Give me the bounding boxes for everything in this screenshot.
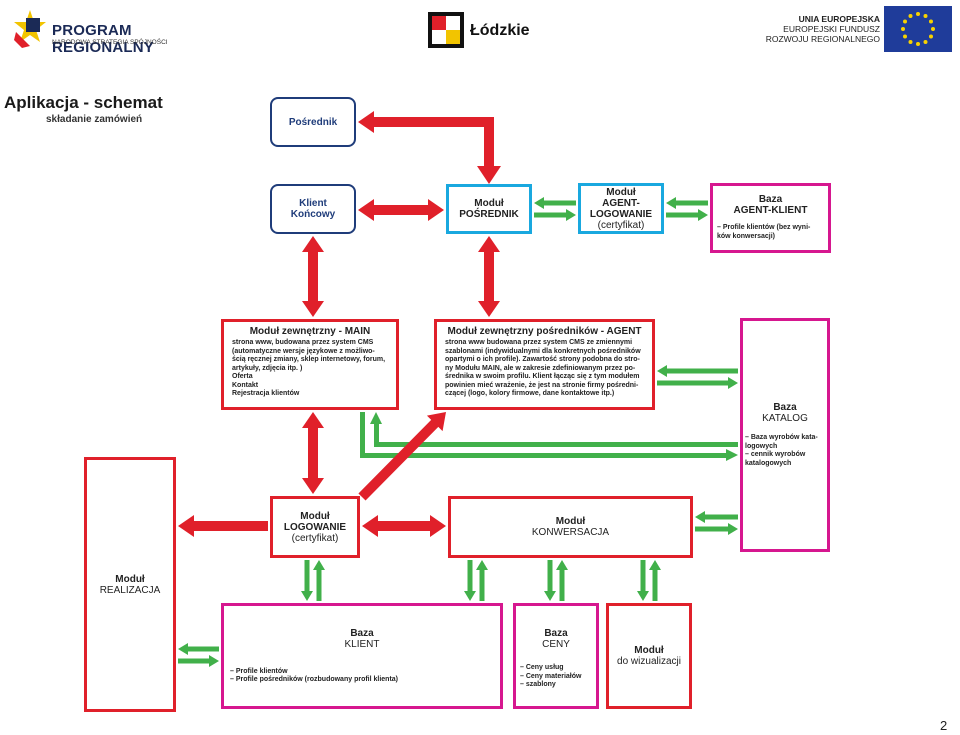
lodzkie-logo: Łódzkie — [428, 12, 538, 52]
realizacja-line1: Moduł — [115, 573, 145, 585]
node-modul-posrednik[interactable]: Moduł POŚREDNIK — [446, 184, 532, 234]
logowanie-line2: LOGOWANIE — [283, 521, 347, 533]
baza-ceny-line1: Baza — [544, 628, 568, 639]
baza-ceny-line2: CENY — [542, 639, 570, 650]
arrow-konwersacja-bazaklient-back — [476, 560, 488, 601]
arrow-konwersacja-katalog-back — [695, 511, 738, 523]
wizualizacja-line1: Moduł — [634, 645, 664, 656]
eu-flag-icon — [884, 6, 952, 52]
eu-line-3: ROZWOJU REGIONALNEGO — [765, 34, 880, 44]
baza-klient-desc: – Profile klientów – Profile pośredników… — [230, 667, 399, 684]
arrow-agent-katalog-fwd — [657, 377, 738, 389]
arrow-konwersacja-ceny-fwd — [544, 560, 556, 601]
arrow-modul-posrednik-elbow-vertical — [484, 117, 494, 171]
arrow-konwersacja-ceny-back — [556, 560, 568, 601]
logowanie-line3: (certyfikat) — [291, 532, 339, 544]
arrow-modul-posrednik-elbow-head-down — [477, 166, 501, 184]
arrow-konwersacja-katalog-fwd — [695, 523, 738, 535]
arrow-logowanie-realizacja — [178, 515, 268, 537]
eu-line-2: EUROPEJSKI FUNDUSZ — [783, 24, 880, 34]
agent-log-line1: Moduł — [606, 186, 636, 198]
arrow-elbow-to-posrednik — [358, 111, 494, 133]
baza-agent-klient-desc: – Profile klientów (bez wyni- ków konwer… — [717, 224, 811, 240]
node-baza-klient[interactable]: Baza KLIENT – Profile klientów – Profile… — [221, 603, 503, 709]
posrednik-label: Pośrednik — [288, 116, 338, 128]
klient-koncowy-line1: Klient — [299, 198, 327, 209]
node-modul-wizualizacja[interactable]: Moduł do wizualizacji — [606, 603, 692, 709]
eu-text: UNIA EUROPEJSKA EUROPEJSKI FUNDUSZ ROZWO… — [760, 14, 880, 44]
lodzkie-label: Łódzkie — [470, 22, 530, 39]
arrow-bazaklient-realizacja-back — [178, 655, 219, 667]
node-modul-main[interactable]: Moduł zewnętrzny - MAIN strona www, budo… — [221, 319, 399, 410]
modul-main-desc: strona www, budowana przez system CMS (a… — [232, 339, 386, 397]
arrow-main-katalog-down-a — [360, 412, 365, 458]
baza-klient-line2: KLIENT — [344, 638, 380, 650]
baza-agent-klient-line1: Baza — [758, 194, 783, 205]
slide-title: Aplikacja - schemat — [4, 93, 163, 112]
arrow-main-katalog-head-a — [726, 449, 738, 461]
baza-ceny-desc: – Ceny usług – Ceny materiałów – szablon… — [520, 664, 582, 688]
eu-line-1: UNIA EUROPEJSKA — [798, 14, 880, 24]
agent-log-line4: (certyfikat) — [597, 219, 645, 231]
program-subtitle: NARODOWA STRATEGIA SPÓJNOŚCI — [52, 39, 168, 46]
node-posrednik[interactable]: Pośrednik — [270, 97, 356, 147]
node-modul-realizacja[interactable]: Moduł REALIZACJA — [84, 457, 176, 712]
arrow-agentlog-bazaagentklient-back — [666, 197, 708, 209]
arrow-posrednik-agent — [478, 236, 500, 317]
node-baza-katalog[interactable]: Baza KATALOG – Baza wyrobów kata- logowy… — [740, 318, 830, 552]
arrow-konwersacja-wizualizacja-fwd — [637, 560, 649, 601]
program-star-icon — [14, 10, 46, 48]
arrow-posrednik-agentlog-fwd — [534, 209, 576, 221]
wizualizacja-line2: do wizualizacji — [617, 656, 681, 667]
page-number: 2 — [940, 718, 948, 733]
arrow-konwersacja-wizualizacja-back — [649, 560, 661, 601]
arrow-agentlog-bazaagentklient-fwd — [666, 209, 708, 221]
arrow-main-logowanie — [302, 412, 324, 494]
arrow-main-katalog-horizontal-a — [360, 453, 730, 458]
node-modul-agent-logowanie[interactable]: Moduł AGENT- LOGOWANIE (certyfikat) — [578, 183, 664, 234]
agent-log-line3: LOGOWANIE — [589, 208, 653, 220]
node-modul-logowanie[interactable]: Moduł LOGOWANIE (certyfikat) — [270, 496, 360, 558]
realizacja-line2: REALIZACJA — [99, 584, 161, 596]
arrow-klient-main — [302, 236, 324, 317]
node-klient-koncowy[interactable]: Klient Końcowy — [270, 184, 356, 234]
konwersacja-line2: KONWERSACJA — [531, 527, 610, 538]
baza-katalog-line2: KATALOG — [762, 413, 808, 424]
arrow-main-katalog-up-b — [374, 424, 379, 447]
node-baza-agent-klient[interactable]: Baza AGENT-KLIENT – Profile klientów (be… — [710, 183, 831, 253]
arrow-main-katalog-head-b — [370, 412, 382, 424]
slide-subtitle: składanie zamówień — [46, 114, 143, 125]
arrow-logowanie-agent — [358, 412, 446, 501]
modul-main-title: Moduł zewnętrzny - MAIN — [249, 326, 371, 337]
arrow-logowanie-bazaklient-back — [313, 560, 325, 601]
logowanie-line1: Moduł — [300, 510, 330, 522]
modul-posrednik-line1: Moduł — [474, 198, 504, 209]
klient-koncowy-line2: Końcowy — [290, 209, 336, 220]
node-baza-ceny[interactable]: Baza CENY – Ceny usług – Ceny materiałów… — [513, 603, 599, 709]
arrow-klient-posrednik — [358, 199, 444, 221]
node-modul-agent[interactable]: Moduł zewnętrzny pośredników - AGENT str… — [434, 319, 655, 410]
agent-log-line2: AGENT- — [602, 197, 640, 209]
arrow-posrednik-agentlog-back — [534, 197, 576, 209]
baza-katalog-line1: Baza — [773, 402, 797, 413]
baza-klient-line1: Baza — [350, 627, 374, 639]
baza-katalog-desc: – Baza wyrobów kata- logowych – cennik w… — [745, 434, 818, 467]
arrow-konwersacja-bazaklient-fwd — [464, 560, 476, 601]
program-regionalny-logo: PROGRAM REGIONALNY NARODOWA STRATEGIA SP… — [12, 8, 202, 56]
lodzkie-emblem-icon — [428, 12, 464, 48]
konwersacja-line1: Moduł — [555, 516, 586, 527]
arrow-main-katalog-horizontal-b — [374, 442, 738, 447]
arrow-bazaklient-realizacja-fwd — [178, 643, 219, 655]
arrow-logowanie-bazaklient-fwd — [301, 560, 313, 601]
node-modul-konwersacja[interactable]: Moduł KONWERSACJA — [448, 496, 693, 558]
modul-agent-title: Moduł zewnętrzny pośredników - AGENT — [447, 326, 642, 337]
program-title: PROGRAM REGIONALNY — [52, 22, 155, 56]
arrow-agent-katalog-back — [657, 365, 738, 377]
baza-agent-klient-line2: AGENT-KLIENT — [733, 205, 808, 216]
arrow-logowanie-konwersacja — [362, 515, 446, 537]
modul-posrednik-line2: POŚREDNIK — [459, 209, 519, 220]
modul-agent-desc: strona www budowana przez system CMS ze … — [445, 339, 641, 397]
